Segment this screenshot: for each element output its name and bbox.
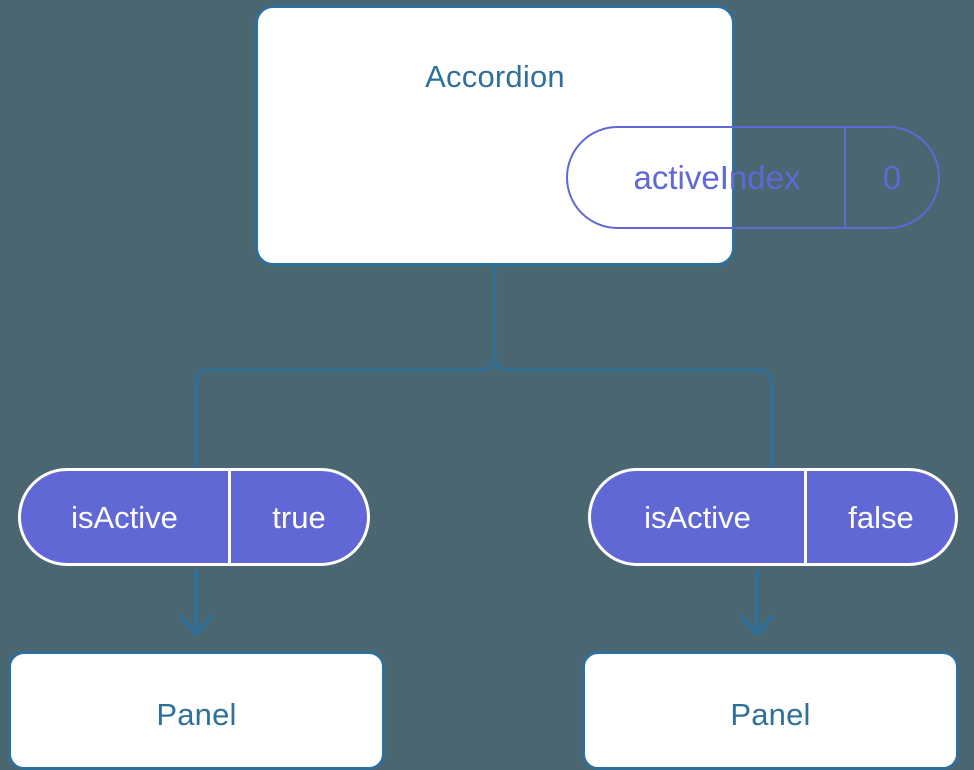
panel-node-label: Panel <box>730 697 811 732</box>
accordion-node-label: Accordion <box>425 59 565 94</box>
state-pill-active-index[interactable]: activeIndex 0 <box>566 126 940 229</box>
state-pill-value: 0 <box>882 159 902 196</box>
connector-root-to-left-pill <box>194 266 497 468</box>
prop-pill-value: false <box>848 499 914 535</box>
prop-pill-key: isActive <box>591 471 807 563</box>
prop-pill-is-active-false[interactable]: isActive false <box>588 468 958 566</box>
accordion-node[interactable]: Accordion activeIndex 0 <box>255 5 940 266</box>
prop-pill-is-active-true[interactable]: isActive true <box>18 468 370 566</box>
panel-node-right[interactable]: Panel <box>582 651 959 770</box>
arrow-head-right-icon <box>740 615 774 636</box>
panel-node-label: Panel <box>156 697 237 732</box>
panel-node-left[interactable]: Panel <box>8 651 385 770</box>
state-pill-key: activeIndex <box>568 128 846 227</box>
prop-pill-key: isActive <box>21 471 231 563</box>
prop-pill-value: true <box>272 499 326 535</box>
arrow-head-left-icon <box>179 615 213 636</box>
connector-root-to-right-pill <box>493 266 774 468</box>
